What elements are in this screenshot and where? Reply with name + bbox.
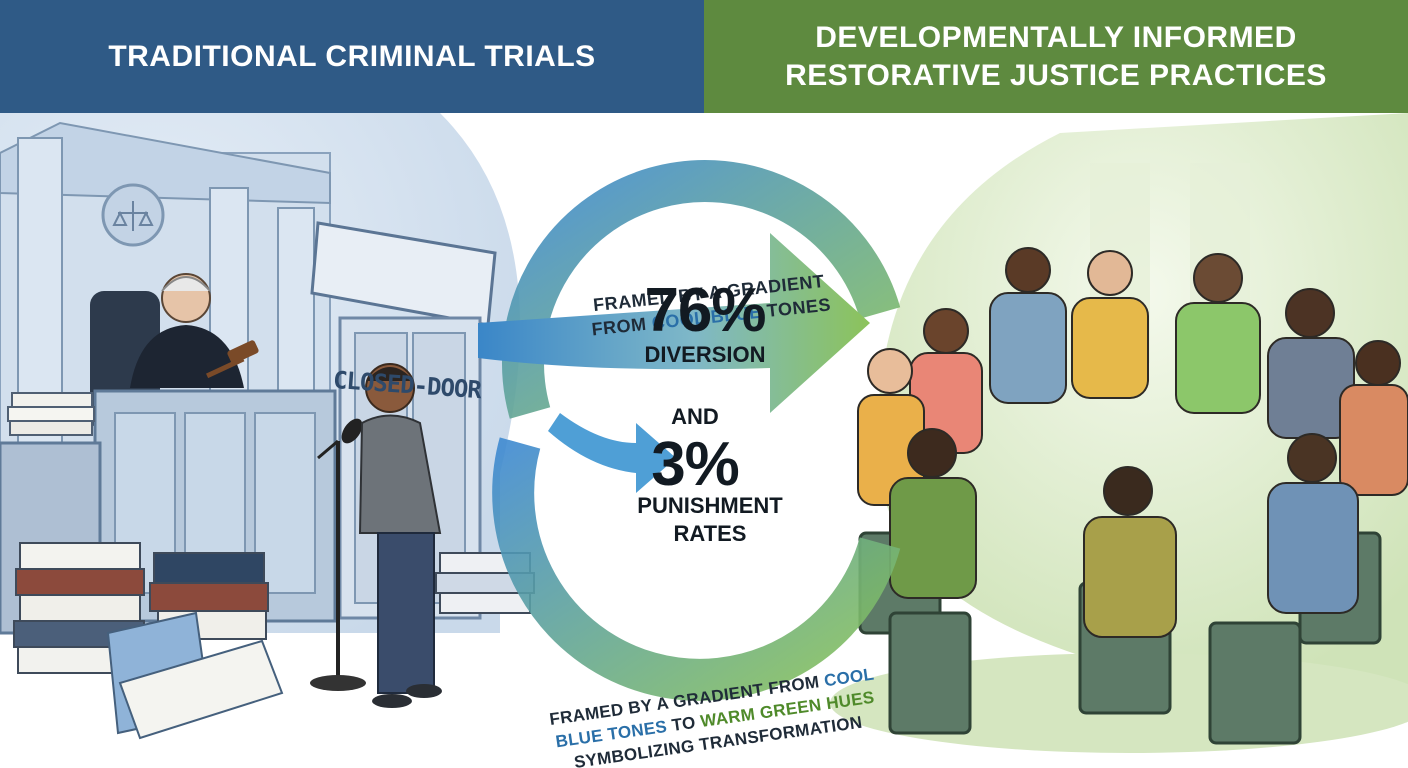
punishment-percentage: 3% bbox=[651, 430, 740, 499]
illustration-svg bbox=[0, 113, 1408, 753]
traditional-trials-title: TRADITIONAL CRIMINAL TRIALS bbox=[108, 39, 596, 73]
restorative-title-line-1: DEVELOPMENTALLY INFORMED bbox=[815, 20, 1297, 54]
transformation-arrow-graphic bbox=[478, 160, 901, 701]
punishment-label-line-2: RATES bbox=[673, 521, 747, 546]
restorative-circle-illustration bbox=[830, 113, 1408, 753]
header-restorative: DEVELOPMENTALLY INFORMED RESTORATIVE JUS… bbox=[704, 0, 1408, 113]
and-connector: AND bbox=[671, 404, 719, 429]
illustration-scene: CLOSED-DOOR FRAMED BY A GRADIENT FROM CO… bbox=[0, 113, 1408, 768]
courtroom-illustration bbox=[0, 113, 535, 740]
restorative-practices-title: DEVELOPMENTALLY INFORMED RESTORATIVE JUS… bbox=[785, 19, 1327, 95]
punishment-label: PUNISHMENT RATES bbox=[600, 492, 820, 548]
punishment-label-line-1: PUNISHMENT bbox=[637, 493, 783, 518]
header-traditional: TRADITIONAL CRIMINAL TRIALS bbox=[0, 0, 704, 113]
diversion-label: DIVERSION bbox=[644, 342, 766, 367]
caption-bottom-to: TO bbox=[665, 712, 702, 736]
restorative-title-line-2: RESTORATIVE JUSTICE PRACTICES bbox=[785, 58, 1327, 92]
diversion-percentage: 76% bbox=[644, 276, 766, 345]
